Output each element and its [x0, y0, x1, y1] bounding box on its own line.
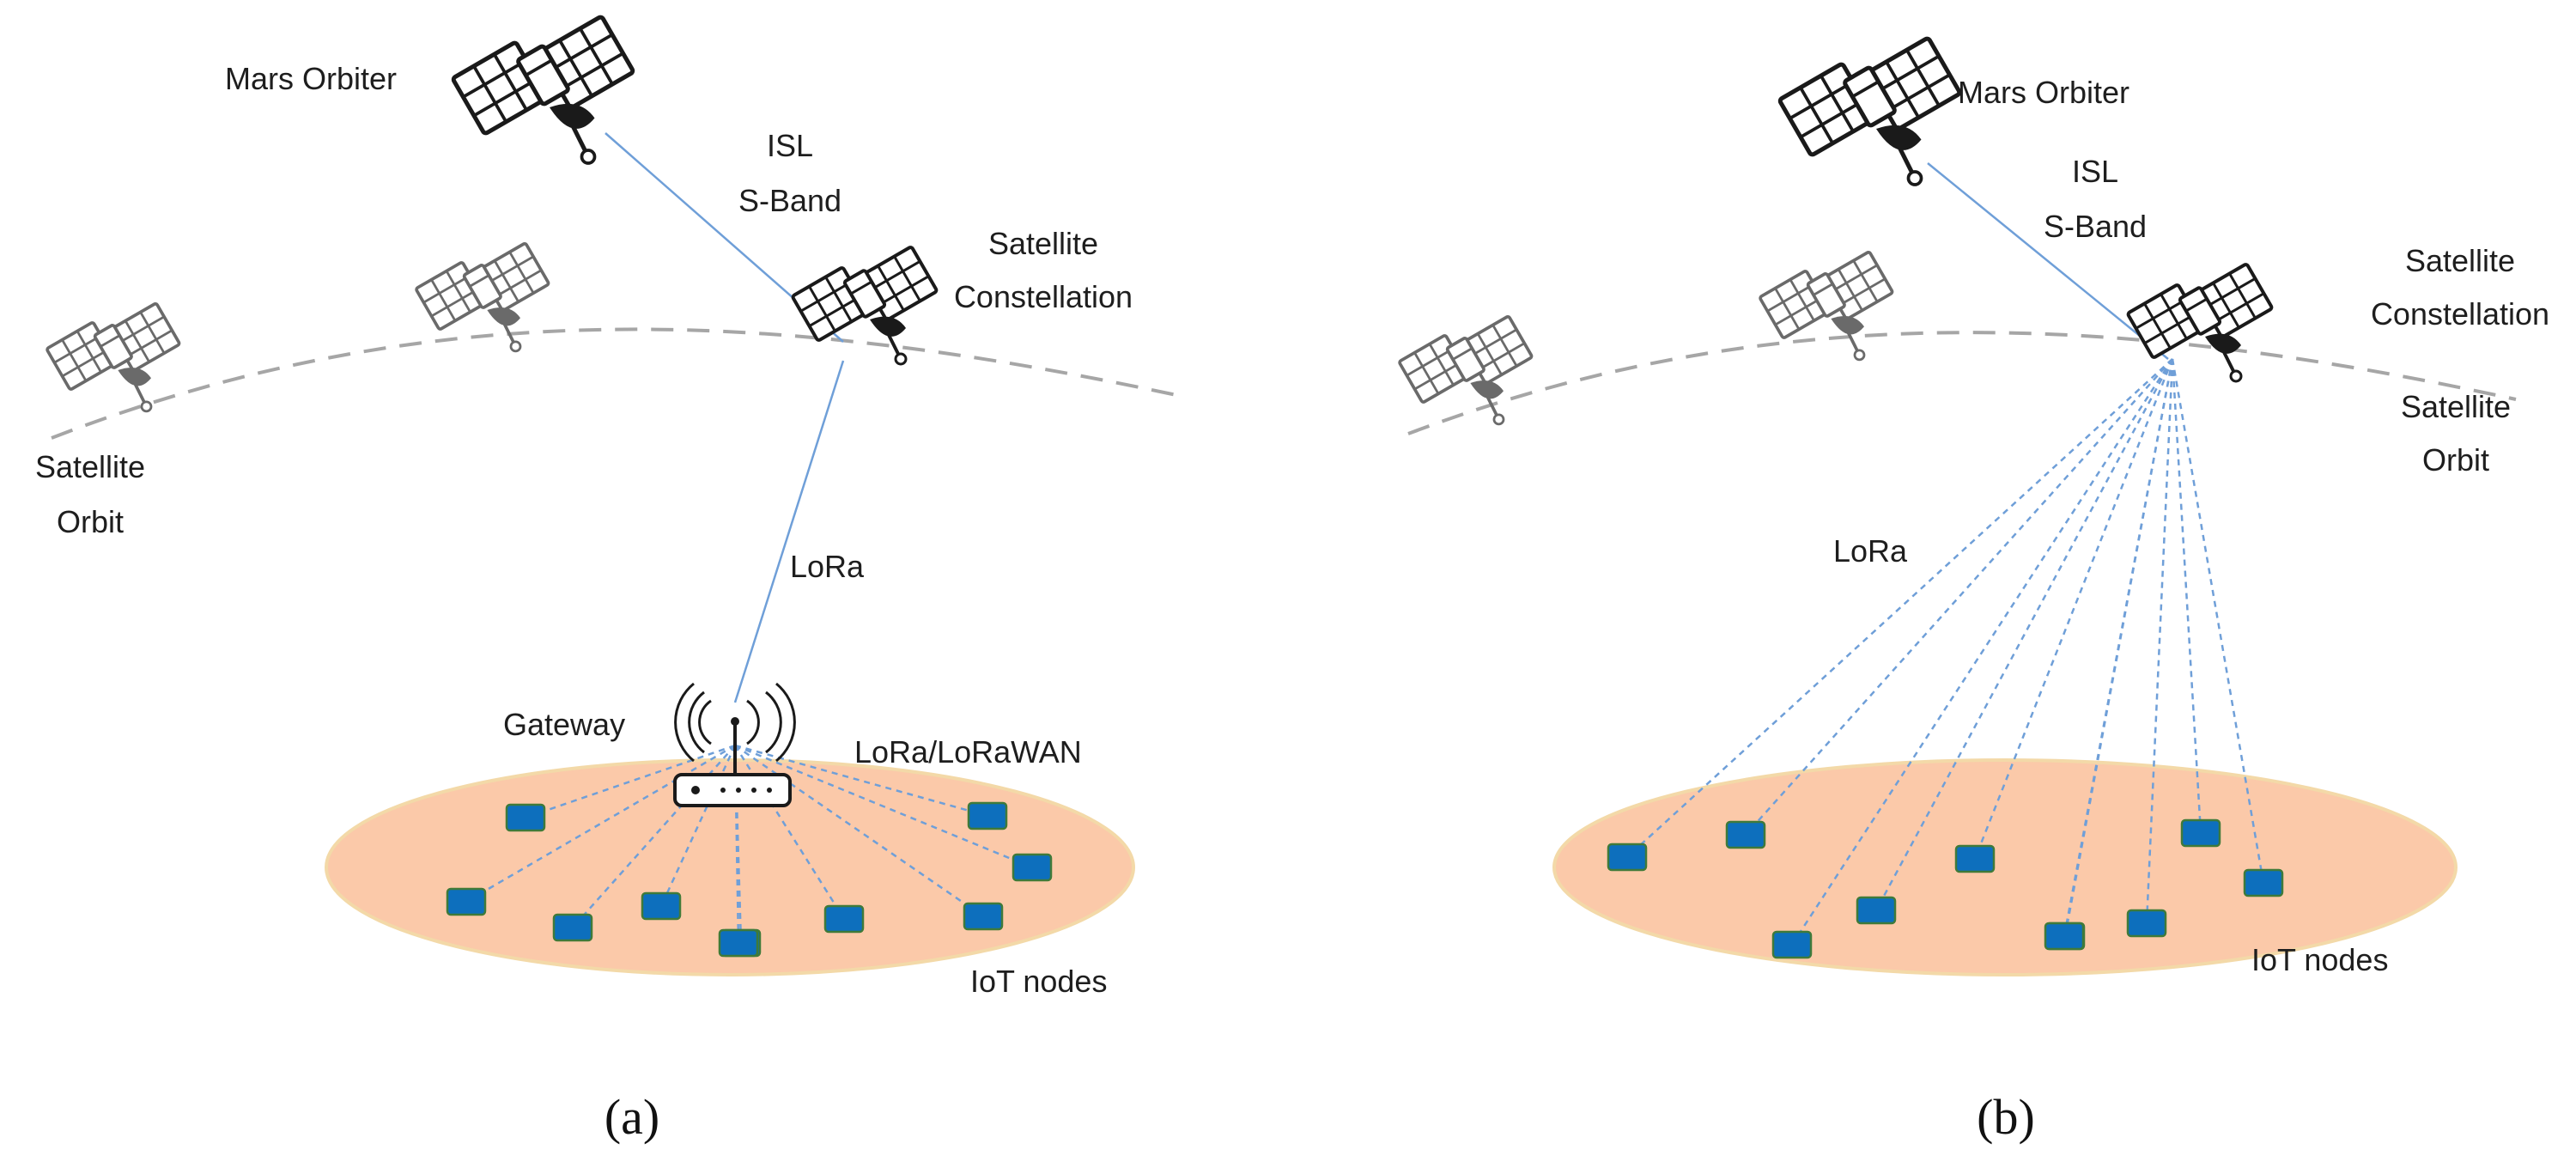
lorawan-label: LoRa/LoRaWAN [854, 734, 1082, 770]
dashed-link [1790, 358, 2174, 946]
iot-node [1607, 843, 1648, 872]
gateway-icon [673, 682, 796, 807]
iot-node [2126, 909, 2167, 938]
iot-node [1856, 896, 1897, 925]
iot-node-group [446, 801, 1053, 958]
dashed-link [659, 745, 737, 907]
iot-node [1771, 930, 1813, 959]
s-band-label: S-Band [738, 183, 841, 218]
constellation-satellite-icon [790, 245, 939, 366]
isl-label: ISL [767, 128, 813, 163]
iot-node [1012, 853, 1053, 882]
constellation-label-line2: Constellation [954, 279, 1133, 314]
satellite-orbit-path [1407, 331, 2517, 435]
caption-a: (a) [605, 1089, 659, 1145]
ground-region [1552, 758, 2458, 976]
satellite-direct-links [1626, 358, 2265, 946]
iot-node [2243, 868, 2284, 897]
panel-a: Mars Orbiter ISL S-Band Satellite Conste… [35, 16, 1177, 1145]
satellite-orbit-path [51, 327, 1177, 440]
lora-uplink [733, 360, 845, 703]
dashed-link [734, 744, 1033, 869]
orbit-satellite-icon [45, 301, 182, 413]
dashed-link [572, 745, 736, 928]
orbit-label-line2: Orbit [2422, 442, 2489, 478]
iot-node [1725, 820, 1766, 849]
iot-nodes-label: IoT nodes [970, 964, 1107, 999]
dashed-link [2145, 358, 2174, 924]
iot-nodes-label: IoT nodes [2251, 942, 2388, 977]
orbit-label-line1: Satellite [2401, 389, 2511, 424]
isl-label: ISL [2072, 154, 2118, 189]
constellation-label-line2: Constellation [2371, 296, 2549, 332]
mars-orbiter-icon [1779, 38, 1960, 185]
iot-node-group [1607, 818, 2284, 959]
constellation-label-line1: Satellite [2405, 243, 2515, 278]
orbit-label-line2: Orbit [57, 504, 124, 539]
iot-node [552, 913, 593, 942]
mars-orbiter-label: Mars Orbiter [225, 61, 397, 96]
orbit-label-line1: Satellite [35, 449, 145, 484]
dashed-link [1626, 358, 2173, 858]
iot-node [641, 891, 682, 921]
s-band-label: S-Band [2044, 209, 2147, 244]
mars-orbiter-label: Mars Orbiter [1958, 75, 2129, 110]
dashed-link [525, 744, 736, 819]
dashed-link [2171, 358, 2202, 834]
iot-node [2180, 818, 2221, 848]
isl-link [1927, 162, 2169, 360]
iot-node [505, 803, 546, 832]
iot-node [823, 904, 865, 934]
dashed-link [2063, 358, 2174, 937]
constellation-satellite-icon [2125, 262, 2275, 383]
mars-orbiter-icon [453, 16, 634, 163]
panel-b: Mars Orbiter ISL S-Band Satellite Conste… [1397, 38, 2549, 1145]
iot-node [967, 801, 1008, 830]
iot-node [2044, 922, 2085, 951]
constellation-label-line1: Satellite [988, 226, 1098, 261]
orbit-satellite-icon [1397, 314, 1534, 426]
caption-b: (b) [1977, 1089, 2035, 1145]
iot-node [963, 902, 1004, 931]
gateway-label: Gateway [503, 707, 625, 742]
lora-label: LoRa [790, 549, 865, 584]
lora-label: LoRa [1833, 533, 1908, 569]
dashed-link [465, 744, 736, 903]
dashed-link [1973, 358, 2174, 860]
dashed-link [1874, 358, 2174, 911]
orbit-satellite-icon [1758, 250, 1895, 362]
iot-node [718, 928, 759, 958]
iot-node [446, 887, 487, 916]
iot-node [1954, 844, 1996, 873]
